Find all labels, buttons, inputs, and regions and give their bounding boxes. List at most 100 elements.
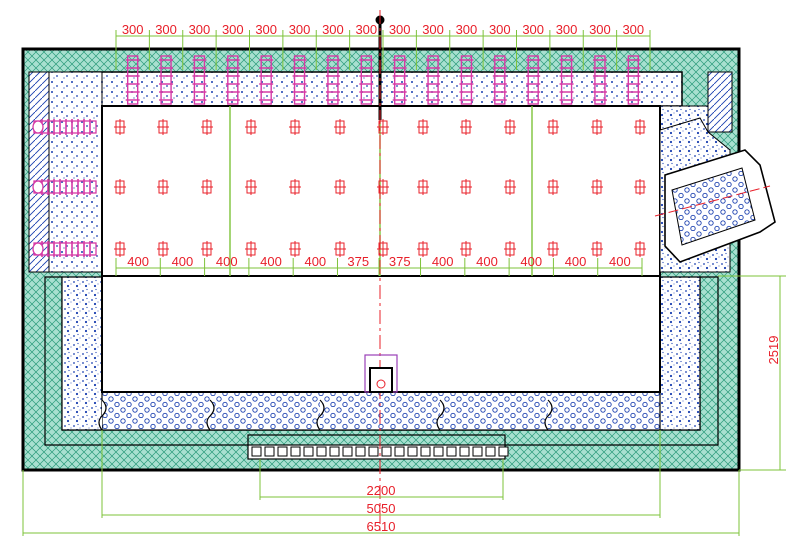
- heater-element: [417, 119, 429, 135]
- top-dimension-label: 300: [155, 22, 177, 37]
- inner-dimension-label: 400: [476, 254, 498, 269]
- top-dimension-label: 300: [489, 22, 511, 37]
- roof-heater-rod: [559, 55, 574, 105]
- base-tooth: [316, 446, 327, 457]
- base-tooth: [446, 446, 457, 457]
- inner-dimension-label: 400: [260, 254, 282, 269]
- top-dimension-label: 300: [222, 22, 244, 37]
- dimension-opening-label: 2200: [367, 483, 396, 498]
- heater-element: [417, 179, 429, 195]
- roof-heater-rod: [192, 55, 207, 105]
- base-tooth: [342, 446, 353, 457]
- heater-element: [245, 179, 257, 195]
- heater-element: [377, 179, 389, 195]
- heater-element: [591, 179, 603, 195]
- side-heater-rod: [32, 179, 97, 195]
- inner-dimension-label: 400: [520, 254, 542, 269]
- heater-element: [201, 119, 213, 135]
- base-tooth: [459, 446, 470, 457]
- heater-element: [334, 119, 346, 135]
- base-tooth: [420, 446, 431, 457]
- roof-insulation: [69, 71, 683, 107]
- heater-grid: [114, 119, 646, 257]
- heater-element: [634, 241, 646, 257]
- inner-dimension-label: 375: [347, 254, 369, 269]
- heater-element: [334, 241, 346, 257]
- top-dimension-label: 300: [456, 22, 478, 37]
- heater-element: [377, 119, 389, 135]
- heater-element: [245, 119, 257, 135]
- heater-element: [289, 241, 301, 257]
- top-dimension-label: 300: [389, 22, 411, 37]
- base-tooth: [303, 446, 314, 457]
- base-tooth: [433, 446, 444, 457]
- heater-element: [547, 119, 559, 135]
- base-tooth: [251, 446, 262, 457]
- roof-heater-rod: [492, 55, 507, 105]
- inner-dimension-label: 400: [216, 254, 238, 269]
- top-dimension-label: 300: [255, 22, 277, 37]
- roof-heater-rod: [426, 55, 441, 105]
- base-tooth: [264, 446, 275, 457]
- heater-element: [245, 241, 257, 257]
- heater-element: [201, 179, 213, 195]
- bottom-dimension-lines: [22, 430, 740, 536]
- right-dimension-line: [718, 275, 786, 471]
- right-upper-wall: [707, 71, 733, 133]
- dimension-overall-label: 6510: [367, 519, 396, 534]
- heater-element: [114, 119, 126, 135]
- roof-heater-rod: [626, 55, 641, 105]
- base-tooth: [329, 446, 340, 457]
- hearth-notches: [98, 399, 553, 431]
- inner-dimension-label: 400: [432, 254, 454, 269]
- heater-element: [547, 241, 559, 257]
- side-heater-rod: [32, 241, 97, 257]
- roof-heater-rod: [526, 55, 541, 105]
- base-tooth: [381, 446, 392, 457]
- top-dimension-label: 300: [189, 22, 211, 37]
- heater-element: [417, 241, 429, 257]
- heater-element: [460, 119, 472, 135]
- burner-axis: [654, 185, 771, 217]
- roof-heater-rod: [225, 55, 240, 105]
- heater-element: [591, 241, 603, 257]
- heater-element: [377, 241, 389, 257]
- heater-element: [504, 119, 516, 135]
- inner-dimension-label: 400: [127, 254, 149, 269]
- roof-heater-rod: [259, 55, 274, 105]
- heater-element: [460, 179, 472, 195]
- base-tooth: [472, 446, 483, 457]
- roof-heater-rod: [459, 55, 474, 105]
- side-heater-rod: [32, 119, 97, 135]
- top-dimension-label: 300: [422, 22, 444, 37]
- top-dimension-label: 300: [122, 22, 144, 37]
- base-tooth: [498, 446, 509, 457]
- heater-element: [114, 179, 126, 195]
- roof-heater-rod: [359, 55, 374, 105]
- roof-heater-rod: [325, 55, 340, 105]
- top-dimension-label: 300: [556, 22, 578, 37]
- heater-element: [157, 119, 169, 135]
- base-tooth: [355, 446, 366, 457]
- roof-heater-rod: [292, 55, 307, 105]
- heater-element: [157, 179, 169, 195]
- heater-element: [460, 241, 472, 257]
- left-wall-insulation: [48, 71, 103, 273]
- inner-dimension-label: 400: [172, 254, 194, 269]
- inner-dimension-label: 400: [565, 254, 587, 269]
- roof-heater-rod: [392, 55, 407, 105]
- heater-element: [504, 179, 516, 195]
- roof-heater-rods: [125, 55, 641, 105]
- burner-duct-inner: [671, 167, 756, 246]
- roof-heater-rod: [159, 55, 174, 105]
- heater-element: [289, 179, 301, 195]
- inner-dimension-label: 400: [609, 254, 631, 269]
- heater-element: [201, 241, 213, 257]
- top-dimension-label: 300: [589, 22, 611, 37]
- heater-element: [634, 179, 646, 195]
- base-tooth: [485, 446, 496, 457]
- base-tooth: [290, 446, 301, 457]
